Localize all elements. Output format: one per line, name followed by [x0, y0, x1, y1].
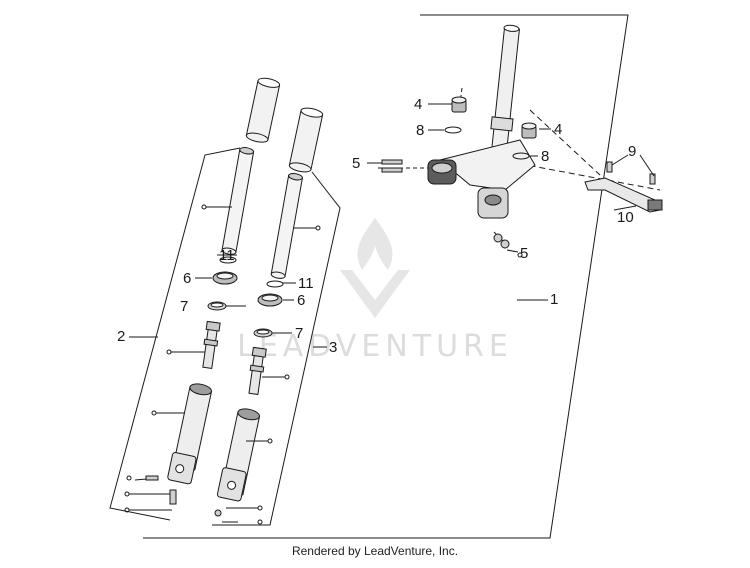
bracket-assembly	[584, 154, 663, 213]
callout-7-right: 7	[295, 325, 303, 342]
callout-11-left: 11	[219, 247, 235, 264]
callout-2: 2	[117, 328, 125, 345]
left-fork-parts	[124, 77, 281, 513]
right-damper-rod	[248, 346, 267, 396]
callout-9: 9	[628, 143, 636, 160]
left-fork-stanchion	[221, 147, 255, 255]
right-fork-sleeve	[288, 107, 324, 173]
callout-leaders	[129, 103, 637, 348]
callout-labels: 1 2 3 4 4 5 5 6 6 7 7 8 8 9 10 11 11	[117, 96, 636, 356]
right-fork-lower-leg	[216, 408, 261, 502]
left-fork-lower-leg	[167, 383, 213, 485]
callout-6-left: 6	[183, 270, 191, 287]
left-oring	[219, 256, 237, 264]
callout-3: 3	[329, 339, 337, 356]
callout-8-right: 8	[541, 148, 549, 165]
callout-4-right: 4	[554, 121, 562, 138]
steering-stem	[490, 24, 520, 152]
right-fork-stanchion	[270, 173, 303, 279]
watermark-text: LEADVENTURE	[237, 329, 513, 364]
callout-4-left: 4	[414, 96, 422, 113]
left-damper-rod	[202, 320, 221, 370]
callout-6-right: 6	[297, 292, 305, 309]
callout-5-upper: 5	[352, 155, 360, 172]
left-fork-sleeve	[245, 77, 281, 143]
frame-left-fork	[109, 147, 241, 521]
callout-7-left: 7	[180, 298, 188, 315]
frame-right-fork	[212, 171, 341, 526]
callout-11-right: 11	[298, 275, 314, 292]
right-fork-parts	[214, 107, 324, 525]
callout-10: 10	[617, 209, 634, 226]
footer-credit: Rendered by LeadVenture, Inc.	[291, 544, 459, 558]
callout-5-lower: 5	[520, 245, 528, 262]
callout-1: 1	[550, 291, 558, 308]
steering-stem-assembly	[378, 24, 661, 258]
callout-8-left: 8	[416, 122, 424, 139]
screw-left	[606, 161, 613, 173]
frame-main-assembly	[143, 14, 629, 539]
frame-outline	[143, 14, 629, 539]
leadventure-watermark: LEADVENTURE	[237, 218, 513, 364]
right-oring	[266, 280, 284, 288]
